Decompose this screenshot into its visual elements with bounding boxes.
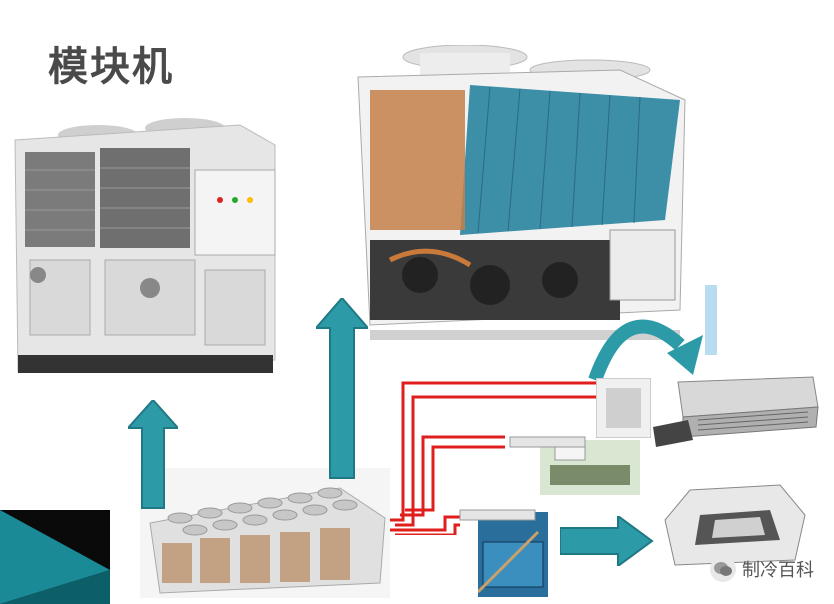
module-chiller-unit-image bbox=[14, 118, 276, 373]
ceiling-ac-units bbox=[459, 509, 536, 521]
large-chiller-unit-image bbox=[357, 45, 686, 340]
watermark-text: 制冷百科 bbox=[742, 560, 814, 581]
corner-decoration bbox=[0, 510, 110, 604]
fan-coil-unit-image bbox=[653, 376, 819, 447]
modular-chiller-array-image bbox=[140, 468, 390, 598]
curved-arrow bbox=[588, 319, 703, 383]
up-arrow-left bbox=[128, 400, 178, 509]
ceiling-ac-units-2 bbox=[509, 436, 586, 448]
right-arrow bbox=[560, 516, 654, 566]
billiards-room-image bbox=[478, 512, 548, 597]
cassette-unit-image bbox=[664, 484, 806, 566]
refrigerant-pipes bbox=[390, 381, 600, 535]
wechat-icon bbox=[710, 556, 736, 582]
office-room-image bbox=[540, 440, 640, 495]
wall-mount-unit-image bbox=[596, 378, 651, 438]
page-title: 模块机 bbox=[48, 44, 174, 90]
up-arrow-center bbox=[316, 298, 368, 479]
decorative-strip bbox=[705, 285, 717, 355]
watermark: 制冷百科 bbox=[710, 556, 814, 582]
